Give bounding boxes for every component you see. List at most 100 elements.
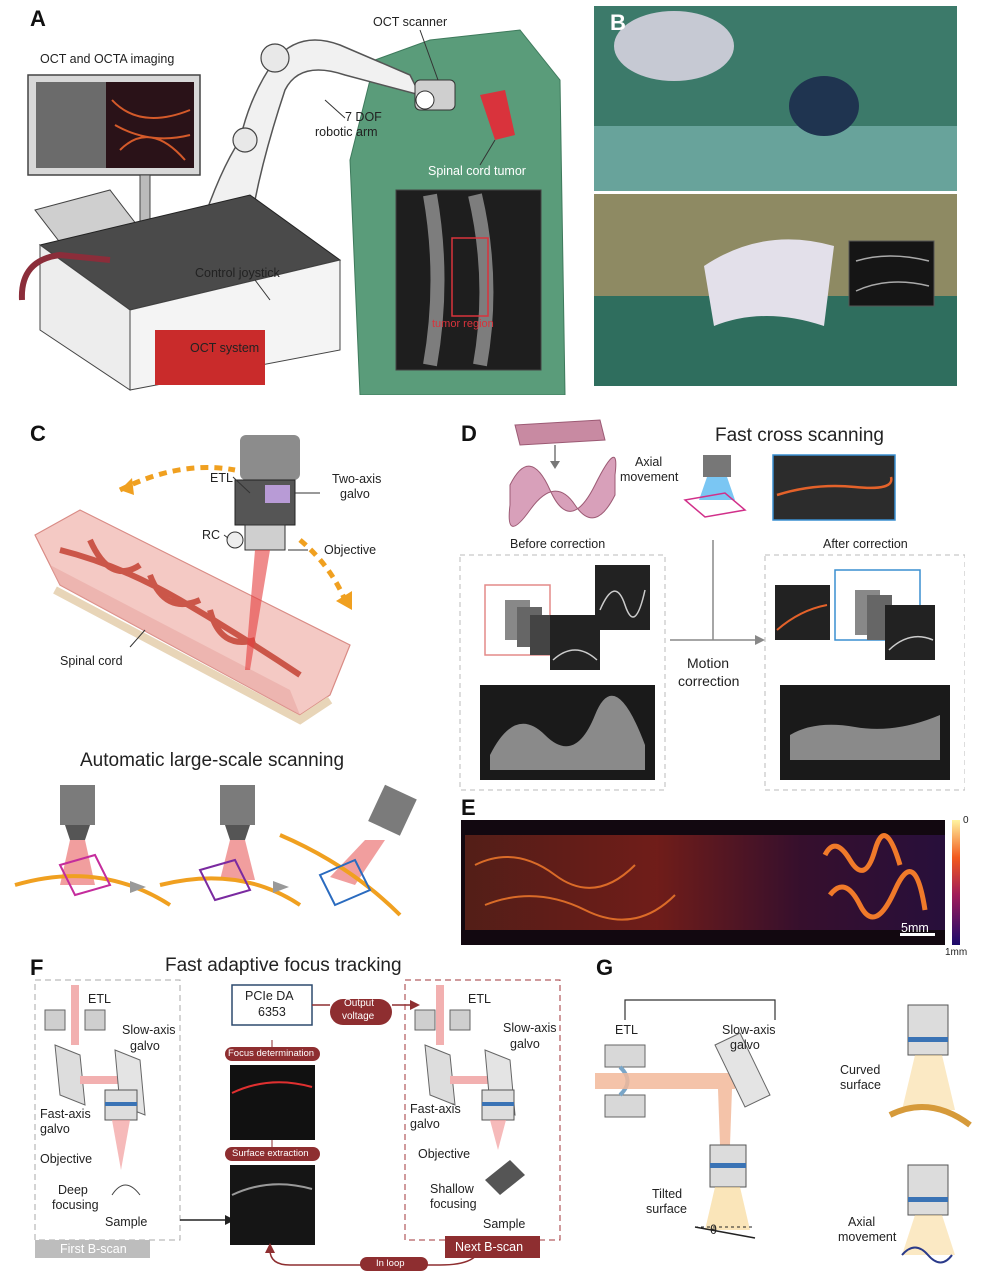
monitor-stand: [139, 174, 151, 226]
label-oct-scanner: OCT scanner: [373, 15, 448, 29]
focus-tracking-title: Fast adaptive focus tracking: [165, 955, 402, 976]
panel-g-letter: G: [596, 955, 614, 980]
axial-wave: [508, 456, 617, 527]
label-objective-right: Objective: [418, 1147, 471, 1161]
curved-surface: [888, 1104, 972, 1128]
colorbar: [952, 820, 960, 945]
colorbar-bottom-label: 1mm: [945, 947, 968, 958]
label-curved-2: surface: [840, 1078, 881, 1092]
focus-determination-pill: [225, 1047, 320, 1061]
label-etl-right: ETL: [468, 992, 491, 1006]
panel-d-illustration: [459, 419, 965, 791]
label-etl: ETL: [210, 471, 233, 485]
label-fast-axis-left-1: Fast-axis: [40, 1107, 91, 1121]
next-bscan-tag: [445, 1236, 540, 1258]
after-bscan-right: [885, 605, 935, 660]
label-slow-axis-g-2: galvo: [730, 1038, 760, 1052]
scan-beam: [245, 550, 270, 670]
objective-axial: [907, 1164, 949, 1216]
label-etl-left: ETL: [88, 992, 111, 1006]
label-oct-octa-imaging: OCT and OCTA imaging: [40, 52, 175, 66]
label-surface-extraction: Surface extraction: [232, 1148, 309, 1159]
surgery-photos: [594, 6, 957, 386]
label-tumor-region: tumor region: [432, 318, 494, 330]
label-deep-2: focusing: [52, 1198, 99, 1212]
scale-bar-label: 5mm: [901, 921, 929, 935]
panel-d-letter: D: [461, 421, 477, 446]
etl-housing-bottom: [604, 1094, 646, 1118]
label-fast-axis-right-1: Fast-axis: [410, 1102, 461, 1116]
label-sample-right: Sample: [483, 1217, 526, 1231]
label-slow-axis-left-1: Slow-axis: [122, 1023, 176, 1037]
panel-f-letter: F: [30, 955, 44, 980]
label-first-bscan: First B-scan: [60, 1242, 127, 1256]
label-objective: Objective: [324, 543, 377, 557]
label-before-correction: Before correction: [510, 537, 606, 551]
objective-curved: [907, 1004, 949, 1056]
label-robotic-arm-1: 7 DOF: [345, 110, 382, 124]
after-correction-box: [764, 554, 965, 791]
auto-scan-step-1: [14, 785, 172, 907]
sample-plate: [514, 419, 606, 446]
fast-cross-title: Fast cross scanning: [715, 425, 884, 446]
slow-axis-galvo-g: [714, 1032, 771, 1108]
arm-joint-2: [232, 127, 258, 153]
fast-axis-galvo-right: [424, 1044, 456, 1106]
label-two-axis-1: Two-axis: [332, 472, 382, 486]
label-robotic-arm-2: robotic arm: [315, 125, 378, 139]
before-bscan-bottom: [550, 615, 600, 670]
auto-scan-step-3: [279, 784, 417, 917]
scanner-lens: [415, 90, 435, 110]
oct-system-box: [155, 330, 265, 385]
surface-extraction-pill: [225, 1147, 320, 1161]
label-rc: RC: [202, 528, 221, 542]
panel-e: E 5mm 0 1mm: [455, 795, 975, 960]
panel-e-octa-mosaic: [461, 820, 960, 945]
tumor-region-box: [451, 237, 489, 317]
panel-f-illustration: [34, 979, 561, 1271]
output-voltage-pill: [330, 999, 392, 1025]
panel-f: F Fast adaptive focus tracking: [0, 955, 580, 1278]
label-two-axis-2: galvo: [340, 487, 370, 501]
panel-b: B: [594, 6, 957, 386]
raw-bscan: [230, 1165, 315, 1245]
label-focus-determination: Focus determination: [228, 1048, 315, 1059]
arm-joint-1: [260, 43, 290, 73]
label-sample-left: Sample: [105, 1215, 148, 1229]
panel-e-letter: E: [461, 795, 476, 820]
label-next-bscan: Next B-scan: [455, 1240, 524, 1254]
label-etl-g: ETL: [615, 1023, 638, 1037]
panel-c: C: [0, 415, 440, 925]
label-fast-axis-right-2: galvo: [410, 1117, 440, 1131]
first-bscan-tag: [35, 1240, 150, 1258]
panel-c-letter: C: [30, 421, 46, 446]
panel-d: D: [455, 415, 965, 795]
label-after-correction: After correction: [823, 537, 908, 551]
spinal-cord-vessels: [59, 538, 302, 678]
photo-monitor: [848, 240, 935, 307]
label-axial-1: Axial: [635, 455, 663, 469]
label-curved-1: Curved: [840, 1063, 881, 1077]
cart-handle: [18, 251, 111, 301]
objective-lens: [244, 524, 286, 551]
focus-bscan: [230, 1065, 315, 1140]
label-pcie-1: PCIe DA: [245, 989, 294, 1003]
label-spinal-cord-tumor: Spinal cord tumor: [428, 164, 526, 178]
rc-knob: [226, 531, 244, 549]
before-correction-box: [459, 554, 666, 791]
label-in-loop: In loop: [376, 1258, 405, 1269]
motion-arrow-left: [118, 465, 236, 493]
first-bscan-box: [34, 979, 181, 1241]
tilted-surface-line: [694, 1226, 756, 1239]
colorbar-top-label: 0: [963, 815, 969, 826]
panel-g: G ETL Slow-axis galvo Curved surface Til…: [590, 955, 980, 1278]
label-fast-axis-left-2: galvo: [40, 1122, 70, 1136]
auto-scan-step-2: [159, 785, 302, 907]
etl-housing-top: [604, 1044, 646, 1068]
in-loop-pill: [360, 1257, 428, 1271]
step-arrow-2: [273, 881, 289, 893]
label-spinal-cord: Spinal cord: [60, 654, 123, 668]
label-slow-axis-right-2: galvo: [510, 1037, 540, 1051]
step-arrow-1: [130, 881, 146, 893]
label-output-1: Output: [344, 998, 375, 1009]
